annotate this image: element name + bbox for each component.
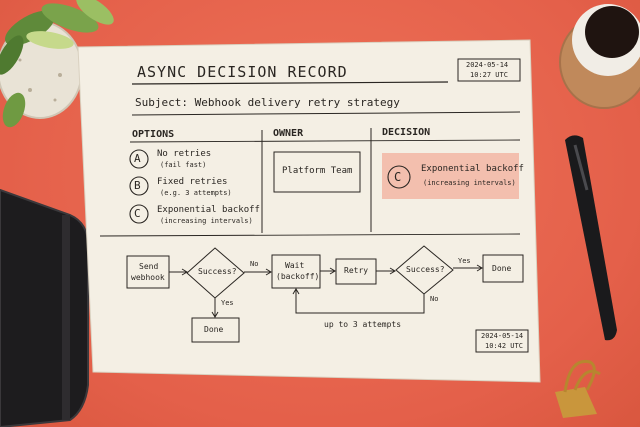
flow-yes-2: Yes xyxy=(458,257,471,265)
top-timestamp-date: 2024-05-14 xyxy=(466,61,509,69)
flow-send-line1: Send xyxy=(139,262,159,271)
coffee-cup xyxy=(559,4,640,109)
option-a-note: (fail fast) xyxy=(160,161,207,169)
decision-note: (increasing intervals) xyxy=(423,179,516,187)
flow-wait-line2: (backoff) xyxy=(276,272,320,281)
record-title: ASYNC DECISION RECORD xyxy=(137,63,348,81)
flow-retry: Retry xyxy=(344,266,369,275)
options-header: OPTIONS xyxy=(132,129,175,140)
decision-header: DECISION xyxy=(382,127,431,138)
flow-wait-line1: Wait xyxy=(285,261,305,270)
binder-clip xyxy=(555,359,601,418)
subject-line: Subject: Webhook delivery retry strategy xyxy=(135,96,400,109)
bottom-timestamp-time: 10:42 UTC xyxy=(485,342,523,350)
option-c-letter: C xyxy=(134,207,141,220)
option-a-letter: A xyxy=(134,152,141,165)
flow-success-1: Success? xyxy=(198,267,237,276)
decision-label: Exponential backoff xyxy=(421,164,524,174)
flow-done-2: Done xyxy=(492,264,512,273)
flow-done-1: Done xyxy=(204,325,224,334)
bottom-timestamp-date: 2024-05-14 xyxy=(481,332,524,340)
top-timestamp-time: 10:27 UTC xyxy=(470,71,508,79)
potted-plant xyxy=(0,0,114,128)
option-b-note: (e.g. 3 attempts) xyxy=(160,189,232,197)
flow-send-line2: webhook xyxy=(131,273,165,282)
flow-success-2: Success? xyxy=(406,265,445,274)
flow-loop-note: up to 3 attempts xyxy=(324,320,402,329)
option-a-label: No retries xyxy=(157,149,212,159)
flow-no-2: No xyxy=(430,295,439,303)
flow-yes-1: Yes xyxy=(221,299,234,307)
option-b-label: Fixed retries xyxy=(157,177,228,187)
owner-name: Platform Team xyxy=(282,166,353,176)
option-c-label: Exponential backoff xyxy=(157,205,260,215)
black-pen xyxy=(565,135,617,341)
decision-letter: C xyxy=(394,170,402,184)
option-c-note: (increasing intervals) xyxy=(160,217,253,225)
owner-header: OWNER xyxy=(273,128,304,139)
flow-no-1: No xyxy=(250,260,259,268)
option-b-letter: B xyxy=(134,179,141,192)
black-notebook xyxy=(0,188,89,427)
